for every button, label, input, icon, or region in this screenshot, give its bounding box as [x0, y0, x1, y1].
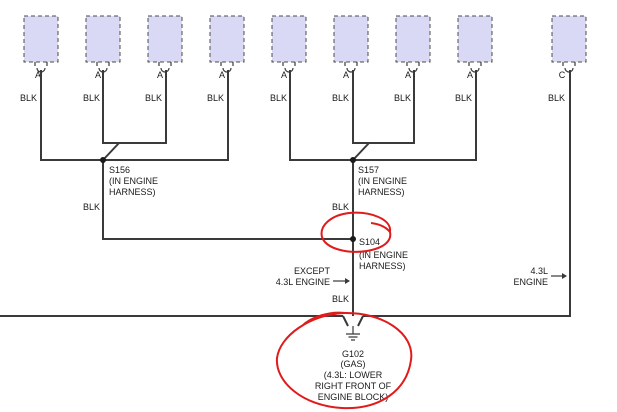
arrow-right-icon	[562, 273, 567, 279]
note-line2: ENGINE	[513, 277, 548, 287]
splice-dot-s156	[100, 157, 106, 163]
wire-color-label: BLK	[548, 93, 565, 103]
ground-icon	[346, 333, 360, 341]
connector-6: A BLK	[332, 15, 369, 103]
connector-pin-label: C	[559, 70, 566, 80]
wire-2-3	[102, 70, 167, 144]
wire-color-label-s104: BLK	[332, 294, 349, 304]
wire-8	[353, 70, 477, 161]
arrow-right-icon	[345, 278, 350, 284]
connector-2: A BLK	[83, 15, 121, 103]
connector-5: A BLK	[270, 15, 307, 103]
wire-color-label-s157: BLK	[332, 202, 349, 212]
wire-6-7	[352, 70, 415, 144]
splice-id: S157	[358, 165, 379, 175]
connector-pin-label: A	[157, 70, 163, 80]
connector-body	[147, 15, 183, 63]
ground-line4: ENGINE BLOCK)	[318, 392, 389, 402]
annotation-circle-s104	[320, 211, 392, 253]
wire-s157-diag	[352, 142, 370, 161]
connector-body	[271, 15, 307, 63]
wire-color-label: BLK	[394, 93, 411, 103]
ground-symbol	[346, 326, 360, 341]
engine-43-note: 4.3L ENGINE	[513, 266, 567, 287]
splice-location-line1: (IN ENGINE	[358, 176, 407, 186]
connector-pin-icon	[344, 62, 358, 73]
connector-pin-label: A	[281, 70, 287, 80]
wire-s156-to-s104	[102, 160, 353, 240]
connector-body	[85, 15, 121, 63]
splice-location-line1: (IN ENGINE	[359, 250, 408, 260]
wire-5	[289, 70, 353, 161]
connector-body	[333, 15, 369, 63]
splice-location-line2: HARNESS)	[109, 187, 156, 197]
wire-color-label: BLK	[270, 93, 287, 103]
splice-location-line2: HARNESS)	[358, 187, 405, 197]
note-line1: 4.3L	[530, 266, 548, 276]
connector-9: C BLK	[548, 15, 587, 103]
connector-pin-label: A	[343, 70, 349, 80]
ground-label: G102 (GAS) (4.3L: LOWER RIGHT FRONT OF E…	[315, 349, 392, 402]
wire-s156-diag	[102, 142, 120, 161]
note-line2: 4.3L ENGINE	[276, 277, 330, 287]
connector-8: A BLK	[455, 15, 493, 103]
splice-label-s157: S157 (IN ENGINE HARNESS)	[358, 165, 407, 197]
wire-4	[103, 70, 229, 161]
wire-1	[40, 70, 103, 161]
note-line1: EXCEPT	[294, 266, 331, 276]
connector-body	[209, 15, 245, 63]
splice-location-line1: (IN ENGINE	[109, 176, 158, 186]
connector-pin-label: A	[95, 70, 101, 80]
annotation-circle-g102	[275, 311, 413, 410]
connector-pin-label: A	[467, 70, 473, 80]
splice-dot-s157	[350, 157, 356, 163]
ground-id: G102	[342, 349, 364, 359]
except-engine-note: EXCEPT 4.3L ENGINE	[276, 266, 350, 287]
wire-color-label: BLK	[145, 93, 162, 103]
wire-c-to-ground	[363, 70, 571, 317]
splice-label-s156: S156 (IN ENGINE HARNESS)	[109, 165, 158, 197]
connector-body	[551, 15, 587, 63]
connector-body	[23, 15, 59, 63]
connector-4: A BLK	[207, 15, 245, 103]
connector-1: A BLK	[20, 15, 59, 103]
splice-id: S156	[109, 165, 130, 175]
wire-color-label: BLK	[455, 93, 472, 103]
splice-location-line2: HARNESS)	[359, 261, 406, 271]
ground-line3: RIGHT FRONT OF	[315, 381, 392, 391]
connector-7: A BLK	[394, 15, 431, 103]
connector-pin-label: A	[35, 70, 41, 80]
splice-dot-s104	[350, 236, 356, 242]
connector-body	[395, 15, 431, 63]
connector-pin-label: A	[405, 70, 411, 80]
splice-label-s104: S104 (IN ENGINE HARNESS)	[359, 237, 408, 271]
wire-color-label: BLK	[20, 93, 37, 103]
wire-color-label: BLK	[207, 93, 224, 103]
ground-lead	[342, 315, 364, 327]
connector-body	[457, 15, 493, 63]
ground-line1: (GAS)	[340, 359, 365, 369]
wire-color-label: BLK	[332, 93, 349, 103]
connector-pin-label: A	[219, 70, 225, 80]
connector-3: A BLK	[145, 15, 183, 103]
wires	[0, 70, 571, 327]
wire-color-label-s156: BLK	[83, 202, 100, 212]
ground-line2: (4.3L: LOWER	[324, 370, 383, 380]
splice-id: S104	[359, 237, 380, 247]
wire-color-label: BLK	[83, 93, 100, 103]
